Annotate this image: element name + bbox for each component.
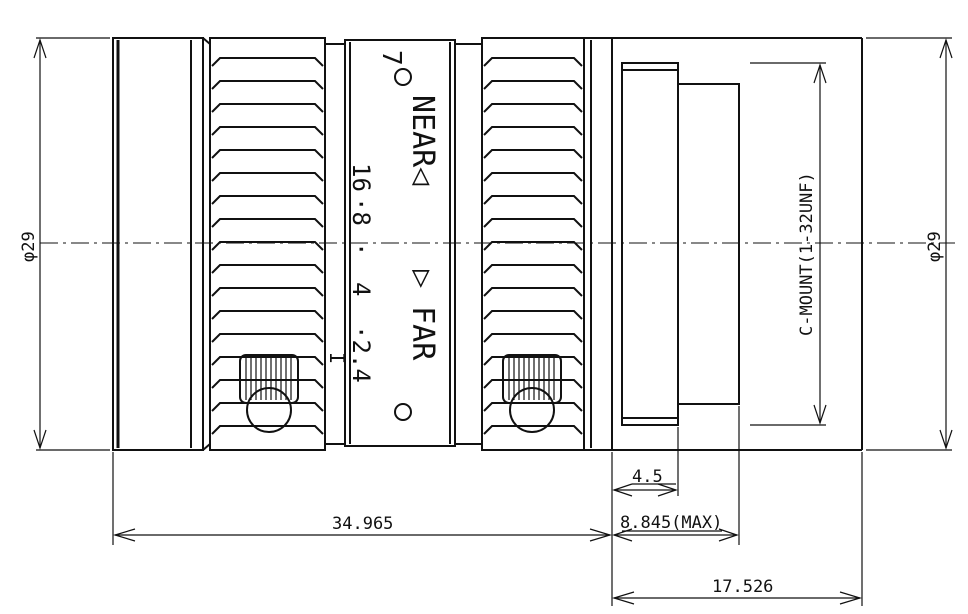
knurl-groove [483,195,583,205]
knurl-groove [211,310,324,320]
back-focus-dimension [611,591,863,605]
aperture-16: 16 [347,163,375,192]
flange-length-dimension [612,483,678,497]
knurl-groove [211,402,324,412]
knurl-groove [211,103,324,113]
mount-thread-label: C-MOUNT(1-32UNF) [797,172,817,336]
knurl-groove [483,126,583,136]
knurl-groove [483,333,583,343]
knurl-groove [211,80,324,90]
knurl-groove [211,218,324,228]
near-label: NEAR◁ [405,95,440,185]
knurl-groove [211,264,324,274]
knurl-groove [483,264,583,274]
max-protrusion-label: 8.845(MAX) [620,513,722,533]
left-diameter-dimension [33,37,110,451]
lens-body [112,37,863,451]
knurl-groove [211,149,324,159]
knurl-groove [211,172,324,182]
knurl-groove [483,218,583,228]
knurl-groove [483,57,583,67]
knurl-groove [483,310,583,320]
knurl-groove [483,172,583,182]
body-length-label: 34.965 [332,514,393,534]
rear-element [677,83,740,405]
max-protrusion-dimension [612,528,739,542]
mount-thread-dimension [750,62,827,426]
left-diameter-label: φ29 [19,231,39,262]
bottom-marker-dot [394,403,412,421]
knurl-groove [211,356,324,366]
knurl-groove [483,80,583,90]
knurl-groove [211,195,324,205]
knurl-groove [211,287,324,297]
knurl-groove [483,241,583,251]
knurl-groove [483,103,583,113]
knurl-groove [483,379,583,389]
right-diameter-dimension [866,37,953,451]
c-mount-flange [621,62,679,426]
back-focus-label: 17.526 [712,577,773,597]
knurl-groove [211,379,324,389]
aperture-dot: · [347,242,375,256]
knurl-groove [483,425,583,435]
aperture-2-4: ·2.4 [347,325,375,383]
right-diameter-label: φ29 [925,231,945,262]
knurl-groove [211,333,324,343]
far-label: ▷ FAR [405,270,440,361]
flange-length-label: 4.5 [632,467,663,487]
front-lock-screw [239,354,299,433]
knurl-groove [483,356,583,366]
aperture-8: ·8 [347,197,375,226]
rear-lock-screw [502,354,562,433]
focus-top-number: 7 [376,50,406,66]
body-length-dimension [112,528,613,542]
knurl-groove [211,241,324,251]
knurl-groove [211,126,324,136]
knurl-groove [483,149,583,159]
knurl-groove [211,57,324,67]
top-marker-dot [394,68,412,86]
knurl-groove [211,425,324,435]
aperture-4: 4 [347,282,375,296]
index-mark: I [325,352,349,364]
knurl-groove [483,287,583,297]
knurl-groove [483,402,583,412]
